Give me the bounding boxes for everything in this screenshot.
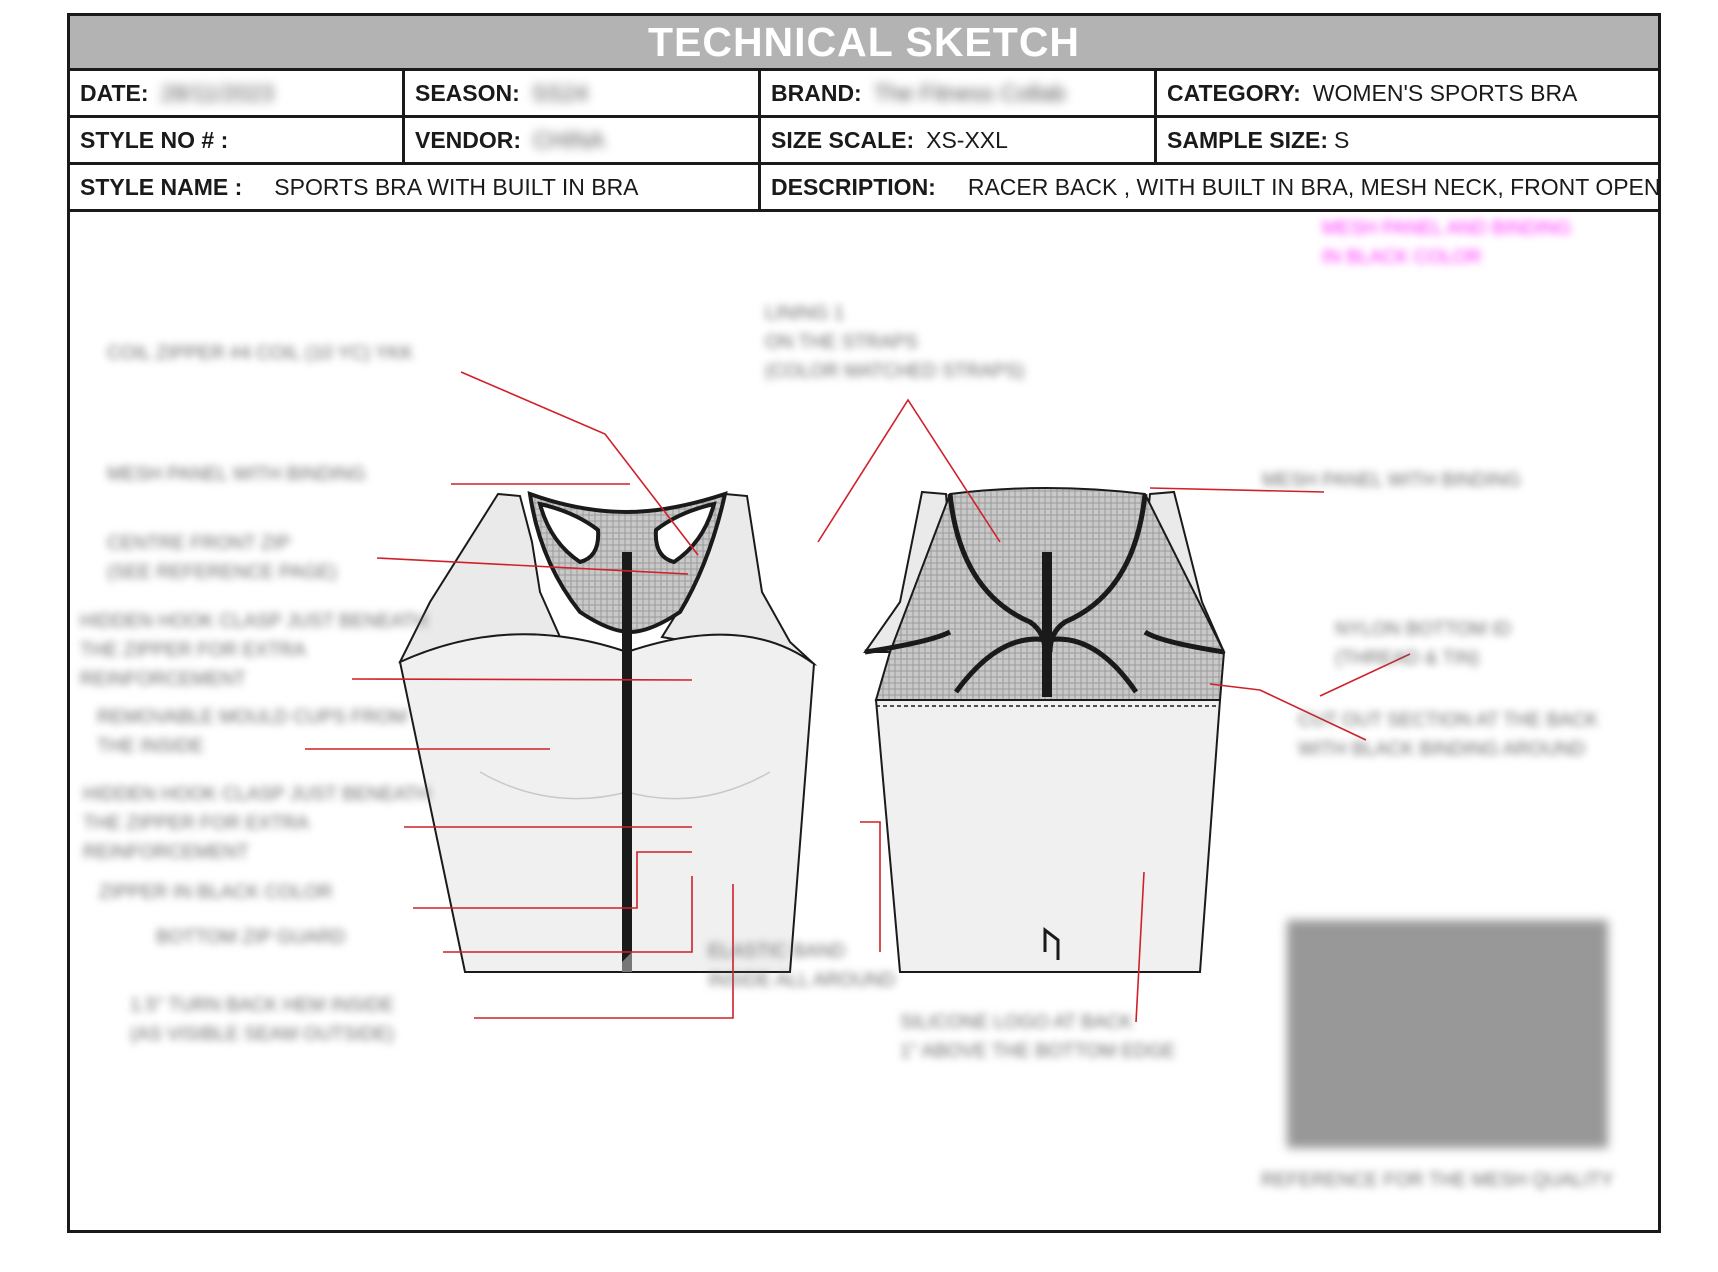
zipper-stop [622, 952, 632, 972]
vendor-label: VENDOR: [415, 126, 522, 153]
season-cell: SEASON: SS24 [405, 71, 761, 118]
vendor-cell: VENDOR: CHINA [405, 118, 761, 165]
front-left-side-panel [398, 492, 562, 664]
brand-label: BRAND: [771, 79, 862, 106]
size-scale-value: XS-XXL [926, 126, 1008, 153]
sample-size-cell: SAMPLE SIZE: S [1157, 118, 1658, 165]
note-mesh-back: MESH PANEL WITH BINDING [1262, 470, 1521, 491]
note-hook-clasp-top: HIDDEN HOOK CLASP JUST BENEATH THE ZIPPE… [80, 611, 428, 690]
mesh-reference-swatch [1287, 920, 1608, 1148]
page-title: TECHNICAL SKETCH [647, 18, 1081, 65]
note-bottom-zip-guard: BOTTOM ZIP GUARD [156, 927, 346, 948]
front-zipper [622, 552, 632, 972]
callout-zipper-color [413, 851, 692, 909]
style-no-cell: STYLE NO # : [70, 118, 405, 165]
callout-centre-zip [376, 557, 689, 575]
note-centre-zip: CENTRE FRONT ZIP (SEE REFERENCE PAGE) [107, 533, 337, 583]
callout-lines [305, 371, 1411, 1023]
note-mesh-reference: REFERENCE FOR THE MESH QUALITY [1261, 1170, 1614, 1191]
note-hook-clasp-bottom: HIDDEN HOOK CLASP JUST BENEATH THE ZIPPE… [83, 784, 431, 863]
size-scale-label: SIZE SCALE: [771, 126, 915, 153]
note-silicone-logo: SILICONE LOGO AT BACK 1" ABOVE THE BOTTO… [900, 1012, 1176, 1062]
callout-coil-zipper [460, 371, 699, 556]
note-bra-bottom: NYLON BOTTOM ID (THREAD & TIN) [1335, 619, 1511, 669]
description-cell: DESCRIPTION: RACER BACK , WITH BUILT IN … [761, 165, 1658, 212]
style-name-label: STYLE NAME : [80, 173, 243, 200]
note-cut-out: CUT OUT SECTION AT THE BACK WITH BLACK B… [1298, 710, 1599, 760]
style-name-cell: STYLE NAME : SPORTS BRA WITH BUILT IN BR… [70, 165, 761, 212]
style-name-value: SPORTS BRA WITH BUILT IN BRA [274, 173, 639, 200]
callout-mesh-back [1149, 487, 1325, 493]
tech-sheet: TECHNICAL SKETCH DATE: 28/11/2023 SEASON… [67, 13, 1661, 1233]
callout-bottom-guard [443, 876, 693, 953]
note-mesh-color: MESH PANEL AND BINDING IN BLACK COLOR [1322, 218, 1572, 268]
category-cell: CATEGORY: WOMEN'S SPORTS BRA [1157, 71, 1658, 118]
callout-elastic [860, 821, 881, 952]
brand-cell: BRAND: The Fitness Collab [761, 71, 1157, 118]
callout-turn-back [474, 884, 734, 1019]
vendor-value: CHINA [533, 126, 605, 153]
front-left-armhole [537, 501, 601, 565]
size-scale-cell: SIZE SCALE: XS-XXL [761, 118, 1157, 165]
callout-lining [817, 398, 1001, 543]
front-right-armhole [653, 501, 717, 565]
front-body [398, 633, 816, 973]
note-coil-zipper: COIL ZIPPER #4 COIL (10 YC) YKK [107, 343, 414, 364]
date-label: DATE: [80, 79, 149, 106]
sketch-canvas [305, 371, 1411, 1023]
note-turn-back: 1.5" TURN BACK HEM INSIDE (AS VISIBLE SE… [130, 995, 395, 1045]
silicone-logo [1043, 926, 1060, 960]
back-view [863, 487, 1226, 973]
back-center-strip [1042, 552, 1052, 697]
season-value: SS24 [531, 79, 589, 106]
back-top-binding [864, 629, 1225, 655]
callout-silicone-logo [1135, 871, 1145, 1023]
brand-value: The Fitness Collab [873, 79, 1066, 106]
front-view [398, 490, 818, 973]
callout-hook-top [351, 678, 693, 681]
note-lining: LINING 1 ON THE STRAPS (COLOR MATCHED ST… [765, 303, 1025, 382]
note-moulded-cups: REMOVABLE MOULD CUPS FROM THE INSIDE [97, 707, 408, 757]
date-cell: DATE: 28/11/2023 [70, 71, 405, 118]
date-value: 28/11/2023 [160, 79, 274, 106]
description-label: DESCRIPTION: [771, 173, 936, 200]
description-value: RACER BACK , WITH BUILT IN BRA, MESH NEC… [967, 173, 1658, 200]
title-bar: TECHNICAL SKETCH [70, 16, 1658, 71]
back-body [874, 699, 1222, 973]
note-mesh-front: MESH PANEL WITH BINDING [107, 464, 366, 485]
category-value: WOMEN'S SPORTS BRA [1312, 79, 1578, 106]
style-no-label: STYLE NO # : [80, 126, 229, 153]
sample-size-label: SAMPLE SIZE: [1167, 126, 1329, 153]
note-zipper-color: ZIPPER IN BLACK COLOR [99, 882, 333, 903]
callout-bra-bottom [1319, 653, 1411, 697]
category-label: CATEGORY: [1167, 79, 1301, 106]
sample-size-value: S [1334, 126, 1350, 153]
season-label: SEASON: [415, 79, 520, 106]
note-elastic-band: ELASTIC BAND INSIDE ALL AROUND [708, 941, 896, 991]
callout-cut-out [1209, 683, 1367, 741]
